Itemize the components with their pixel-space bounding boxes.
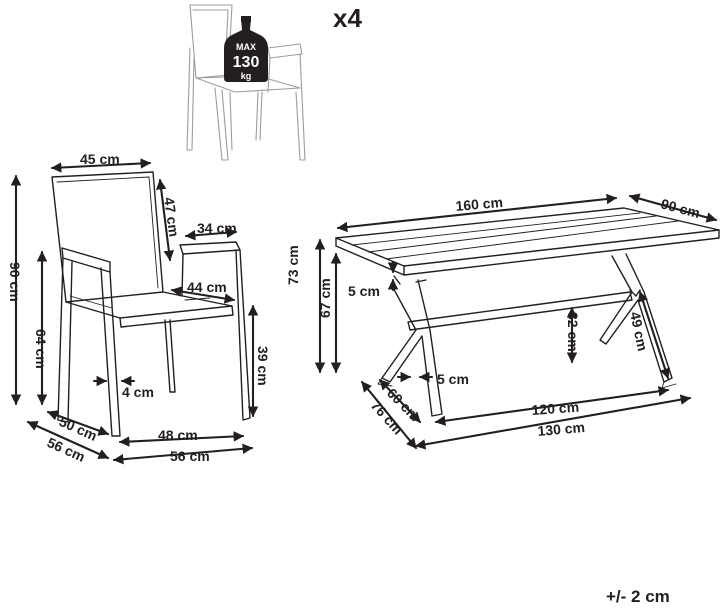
table-crossbar-height-label: 32 cm — [565, 312, 581, 352]
chair-front-outer-label: 56 cm — [170, 448, 210, 464]
chair-total-height-label: 90 cm — [7, 262, 23, 302]
chair-width-top-label: 45 cm — [80, 151, 120, 167]
table-leg-width-label: 5 cm — [437, 371, 469, 387]
chair-leg-width-label: 4 cm — [122, 384, 154, 400]
table-length-label: 160 cm — [455, 194, 504, 214]
chair-back-height-label: 47 cm — [161, 196, 182, 238]
table-outer-length-label: 130 cm — [537, 419, 586, 439]
chair-front-inner-label: 48 cm — [158, 427, 198, 443]
quantity-label: x4 — [333, 3, 362, 33]
badge-max-text: MAX — [236, 42, 256, 52]
chair-armrest-label: 34 cm — [197, 220, 237, 236]
table-inner-length-label: 120 cm — [531, 399, 579, 418]
badge-load-text: 130 — [233, 54, 260, 71]
table-dimension-lines — [314, 193, 718, 450]
chair-arm-height-label: 64 cm — [33, 329, 49, 369]
tolerance-note: +/- 2 cm — [606, 587, 670, 606]
max-load-badge: MAX 130 kg — [224, 16, 268, 82]
chair-thumbnail — [186, 4, 306, 161]
chair-seat-depth-label: 44 cm — [187, 279, 227, 295]
chair-seat-height-label: 39 cm — [255, 346, 271, 386]
table-apron-label: 5 cm — [348, 283, 380, 299]
badge-unit-text: kg — [241, 71, 252, 81]
chair-dimension-lines — [10, 158, 259, 465]
table-clearance-label: 67 cm — [317, 278, 333, 318]
table-total-height-label: 73 cm — [285, 245, 301, 285]
chair-drawing — [51, 171, 251, 437]
table-drawing — [335, 207, 720, 417]
